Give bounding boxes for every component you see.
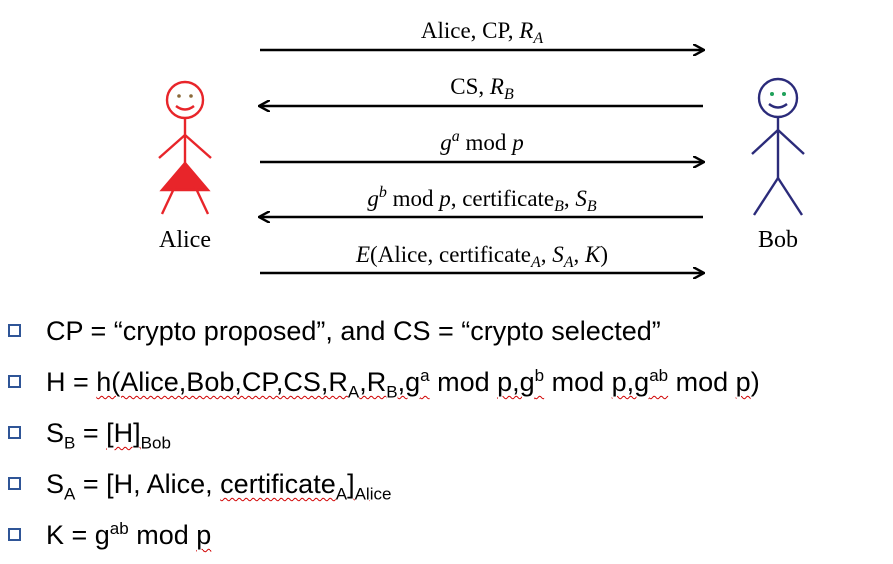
bob-label: Bob [758, 227, 798, 253]
checkbox-bullet-icon [8, 426, 21, 439]
bullet-k: K = gab mod p [0, 510, 760, 561]
bullet-sa: SA = [H, Alice, certificateA]Alice [0, 459, 760, 510]
message-label-5: E(Alice, certificateA, SA, K) [355, 242, 608, 271]
bullet-text: K = gab mod p [46, 519, 212, 550]
bullet-text: CP = “crypto proposed”, and CS = “crypto… [46, 316, 661, 346]
bullet-h: H = h(Alice,Bob,CP,CS,RA,RB,ga mod p,gb … [0, 357, 760, 408]
bob-figure [751, 77, 805, 216]
alice-figure [158, 80, 212, 215]
protocol-diagram: Alice Bob Alice, CP, RA CS, RB ga mod p … [158, 18, 805, 300]
message-label-4: gb mod p, certificateB, SB [367, 184, 597, 215]
checkbox-bullet-icon [8, 477, 21, 490]
bullet-sb: SB = [H]Bob [0, 408, 760, 459]
bullet-text: H = h(Alice,Bob,CP,CS,RA,RB,ga mod p,gb … [46, 366, 760, 402]
bullet-text: SA = [H, Alice, certificateA]Alice [46, 469, 392, 504]
alice-label: Alice [159, 227, 211, 253]
message-label-3: ga mod p [440, 128, 523, 155]
definitions-list: CP = “crypto proposed”, and CS = “crypto… [0, 306, 760, 561]
message-label-2: CS, RB [450, 74, 514, 103]
message-label-1: Alice, CP, RA [421, 18, 543, 47]
checkbox-bullet-icon [8, 375, 21, 388]
checkbox-bullet-icon [8, 528, 21, 541]
checkbox-bullet-icon [8, 324, 21, 337]
bullet-text: SB = [H]Bob [46, 418, 171, 453]
bullet-cp-cs: CP = “crypto proposed”, and CS = “crypto… [0, 306, 760, 357]
